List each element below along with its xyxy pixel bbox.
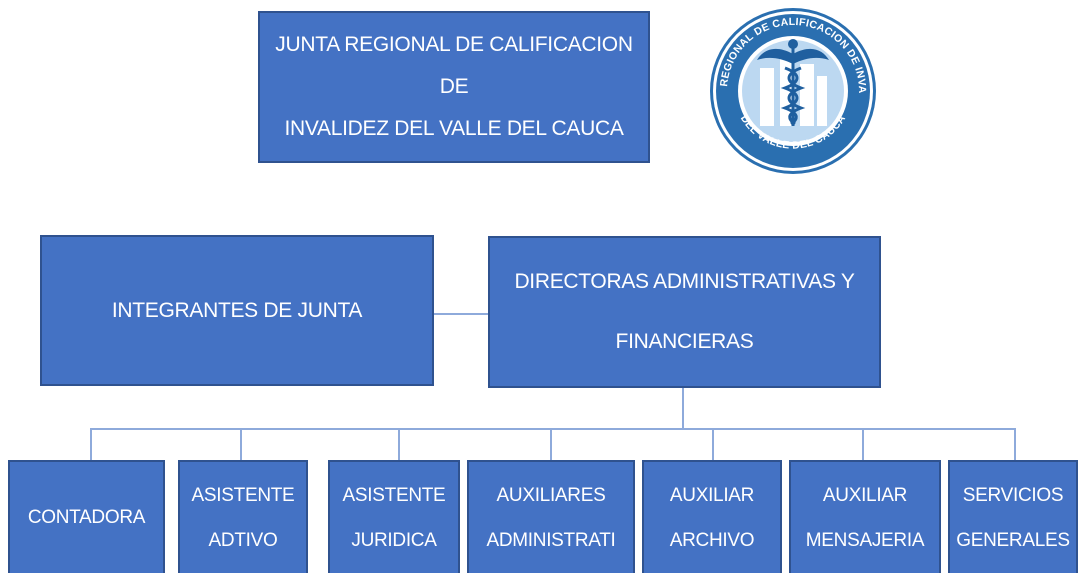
staff-label-line-1: ASISTENTE [342,484,446,506]
staff-label-line-1: AUXILIARES [496,484,606,506]
staff-label-line-2: ADTIVO [208,529,278,551]
connector-drop-7 [1014,428,1016,462]
connector-drop-5 [712,428,714,462]
staff-label-line-2: ARCHIVO [669,529,755,551]
title-line-2: INVALIDEZ DEL VALLE DEL CAUCA [284,117,624,140]
title-box: JUNTA REGIONAL DE CALIFICACION DE INVALI… [258,11,650,163]
staff-label: CONTADORA [27,507,146,528]
connector-drop-4 [550,428,552,462]
connector-horizontal-bus [90,428,1016,430]
staff-box-auxiliar-mensajeria: AUXILIAR MENSAJERIA [789,460,941,573]
directoras-box: DIRECTORAS ADMINISTRATIVAS Y FINANCIERAS [488,236,881,388]
staff-label-line-1: SERVICIOS [962,484,1064,506]
staff-box-contadora: CONTADORA [8,460,165,573]
logo-seal: JUNTA REGIONAL DE CALIFICACION DE INVALI… [705,6,876,174]
staff-label-line-2: ADMINISTRATI [486,529,616,551]
connector-junta-directoras [433,313,490,315]
directoras-line-2: FINANCIERAS [615,330,754,353]
connector-drop-3 [398,428,400,462]
connector-drop-6 [862,428,864,462]
staff-label-line-2: JURIDICA [351,529,437,551]
connector-drop-2 [240,428,242,462]
staff-label-line-1: AUXILIAR [822,484,908,506]
staff-box-asistente-juridica: ASISTENTE JURIDICA [328,460,460,573]
staff-label-line-1: AUXILIAR [669,484,755,506]
caduceus-icon [757,39,829,126]
staff-box-asistente-adtivo: ASISTENTE ADTIVO [178,460,308,573]
connector-drop-1 [90,428,92,462]
staff-label-line-2: MENSAJERIA [805,529,925,551]
staff-label-line-1: ASISTENTE [191,484,295,506]
staff-label-line-2: GENERALES [956,529,1070,551]
connector-directoras-down [682,386,684,429]
integrantes-box: INTEGRANTES DE JUNTA [40,235,434,386]
staff-box-auxiliares-administrati: AUXILIARES ADMINISTRATI [467,460,635,573]
integrantes-label: INTEGRANTES DE JUNTA [111,298,363,322]
staff-box-auxiliar-archivo: AUXILIAR ARCHIVO [642,460,782,573]
title-line-1: JUNTA REGIONAL DE CALIFICACION DE [275,33,633,98]
staff-box-servicios-generales: SERVICIOS GENERALES [948,460,1078,573]
directoras-line-1: DIRECTORAS ADMINISTRATIVAS Y [514,270,855,293]
